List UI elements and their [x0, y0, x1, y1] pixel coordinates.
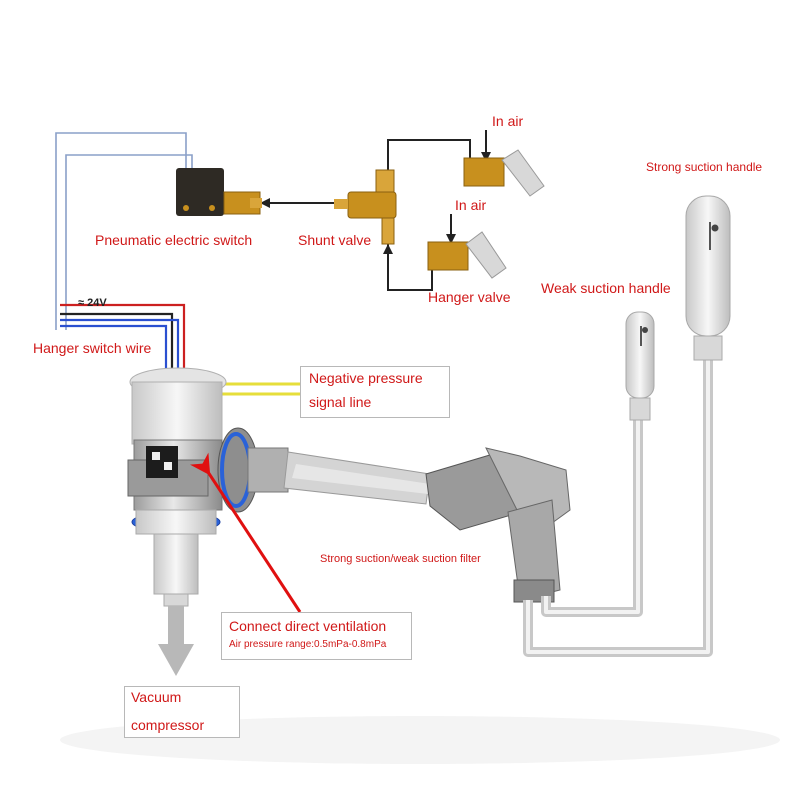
- ventilation-pointer-arrow: [190, 452, 302, 613]
- label-in-air-mid: In air: [455, 197, 487, 213]
- negative-pressure-callout: Negative pressure signal line: [300, 366, 450, 418]
- vacuum-down-arrow: [158, 606, 194, 676]
- strong-suction-handle-device: [685, 195, 731, 361]
- label-signal-line: signal line: [309, 394, 372, 410]
- label-weak-suction-handle: Weak suction handle: [541, 280, 671, 296]
- label-pneumatic-electric-switch: Pneumatic electric switch: [95, 232, 253, 248]
- label-strong-suction-handle: Strong suction handle: [646, 160, 763, 174]
- label-voltage: ≈ 24V: [78, 297, 107, 309]
- hanger-switch-wires: [60, 303, 186, 378]
- negative-pressure-signal-line: [212, 382, 300, 396]
- vacuum-callout: Vacuum compressor: [124, 686, 240, 738]
- side-connector: [217, 427, 289, 513]
- hanger-valve-top: [463, 149, 545, 197]
- suction-filter: [425, 447, 571, 603]
- gray-suction-tube: [283, 451, 431, 505]
- switch-wires: [55, 132, 193, 330]
- shunt-valve: [334, 169, 397, 245]
- air-lines: [260, 130, 491, 291]
- label-hanger-valve: Hanger valve: [428, 289, 511, 305]
- suction-valve-body: [127, 367, 227, 607]
- ventilation-callout: Connect direct ventilation Air pressure …: [221, 612, 412, 660]
- label-in-air-top: In air: [492, 113, 524, 129]
- label-air-pressure-range: Air pressure range:0.5mPa-0.8mPa: [229, 639, 387, 650]
- label-negative-pressure: Negative pressure: [309, 370, 423, 386]
- label-hanger-switch-wire: Hanger switch wire: [33, 340, 152, 356]
- weak-suction-handle-device: [625, 311, 655, 421]
- hanger-valve-bottom: [427, 231, 507, 279]
- label-compressor: compressor: [131, 717, 205, 733]
- pneumatic-electric-switch: [176, 168, 262, 216]
- floor-reflection: [60, 716, 780, 764]
- air-line-bottom: [387, 218, 433, 291]
- air-line-top: [387, 139, 471, 203]
- label-vacuum: Vacuum: [131, 689, 182, 705]
- label-direct-ventilation: Connect direct ventilation: [229, 618, 387, 634]
- label-shunt-valve: Shunt valve: [298, 232, 372, 248]
- label-filter: Strong suction/weak suction filter: [320, 553, 481, 565]
